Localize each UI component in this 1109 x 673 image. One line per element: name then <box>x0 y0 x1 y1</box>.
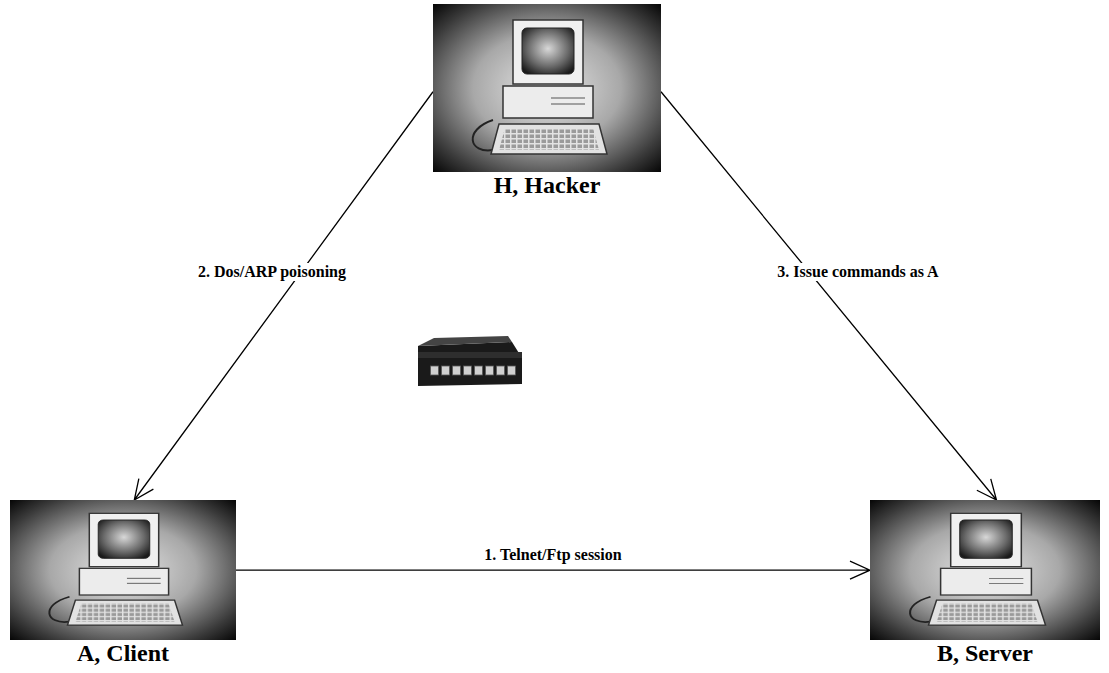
connector-line <box>134 92 433 500</box>
computer-icon <box>870 500 1100 640</box>
connector-line <box>661 92 997 500</box>
connector-arrow <box>134 92 433 500</box>
computer-icon <box>10 500 236 640</box>
edge-label: 3. Issue commands as A <box>774 263 941 281</box>
computer-node: B, Server <box>870 500 1100 667</box>
edge-label: 2. Dos/ARP poisoning <box>195 263 349 281</box>
connector-arrow <box>661 92 997 500</box>
computer-node: A, Client <box>10 500 236 667</box>
edge-label: 1. Telnet/Ftp session <box>481 546 624 564</box>
computer-node: H, Hacker <box>433 4 661 199</box>
node-label: H, Hacker <box>433 172 661 199</box>
computer-icon <box>433 4 661 172</box>
node-label: B, Server <box>870 640 1100 667</box>
node-label: A, Client <box>10 640 236 667</box>
